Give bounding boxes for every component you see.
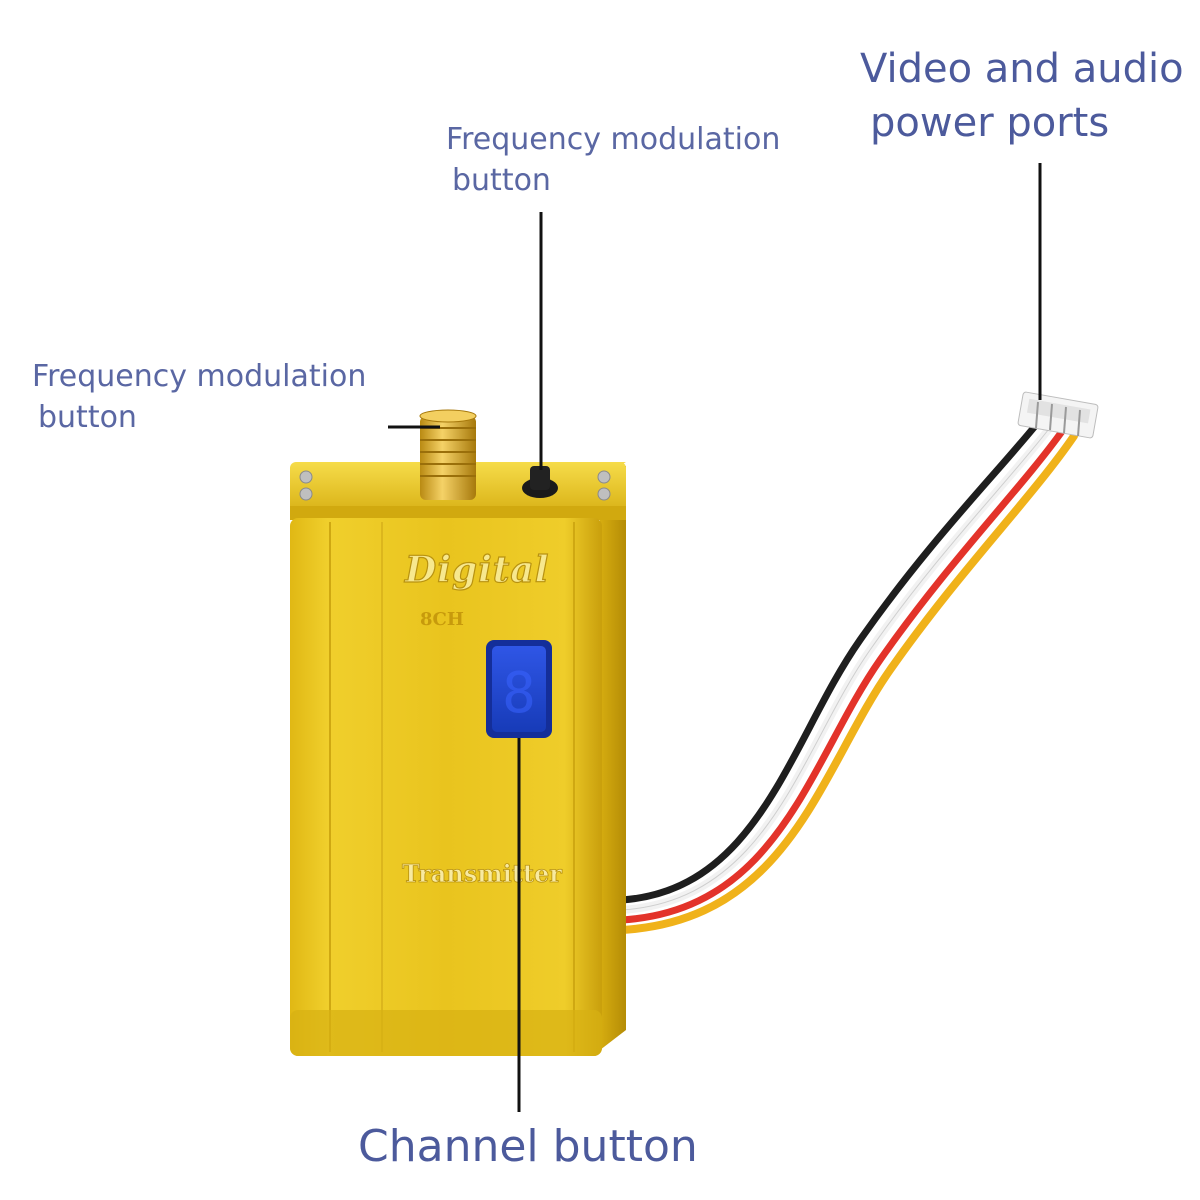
- video-audio-power-ports-label-line1: Video and audio: [860, 46, 1184, 92]
- transmitter-device: Digital 8CH Transmitter 8: [290, 409, 626, 1056]
- channel-display[interactable]: 8: [486, 640, 552, 738]
- device-top-rim: [290, 506, 626, 520]
- frequency-modulation-left-label-line2: button: [38, 399, 137, 435]
- wire-white: [618, 421, 1056, 914]
- device-model-text: 8CH: [420, 609, 464, 630]
- device-bottom-edge: [290, 1010, 602, 1056]
- device-type-text: Transmitter: [402, 859, 562, 888]
- channel-button-label: Channel button: [358, 1117, 698, 1176]
- device-front-face: [290, 518, 602, 1056]
- device-right-side: [600, 466, 626, 1050]
- screw-top-left: [299, 470, 313, 484]
- frequency-modulation-button-label-top: Frequency modulation button: [446, 120, 780, 201]
- screw-mid-left: [299, 487, 313, 501]
- screw-top-right: [597, 470, 611, 484]
- video-audio-power-ports-label-line2: power ports: [870, 100, 1110, 146]
- screw-mid-right: [597, 487, 611, 501]
- video-audio-power-ports-label: Video and audio power ports: [860, 42, 1184, 150]
- antenna-connector: [419, 409, 477, 500]
- cable-wires: [618, 391, 1099, 934]
- frequency-modulation-button[interactable]: [522, 466, 558, 498]
- channel-display-digit: 8: [502, 661, 536, 726]
- device-brand-text: Digital: [404, 549, 549, 591]
- frequency-modulation-left-label-line1: Frequency modulation: [32, 359, 367, 394]
- frequency-modulation-button-label-left: Frequency modulation button: [32, 357, 366, 438]
- wire-yellow: [618, 432, 1078, 934]
- wire-black: [618, 416, 1044, 904]
- frequency-modulation-top-label-line2: button: [452, 162, 551, 198]
- cable-connector: [1017, 391, 1099, 439]
- wire-white-edge: [621, 424, 1053, 911]
- wire-red: [618, 426, 1067, 924]
- frequency-modulation-top-label-line1: Frequency modulation: [446, 122, 781, 157]
- leader-lines: [388, 163, 1042, 1112]
- channel-button-label-text: Channel button: [358, 1121, 698, 1172]
